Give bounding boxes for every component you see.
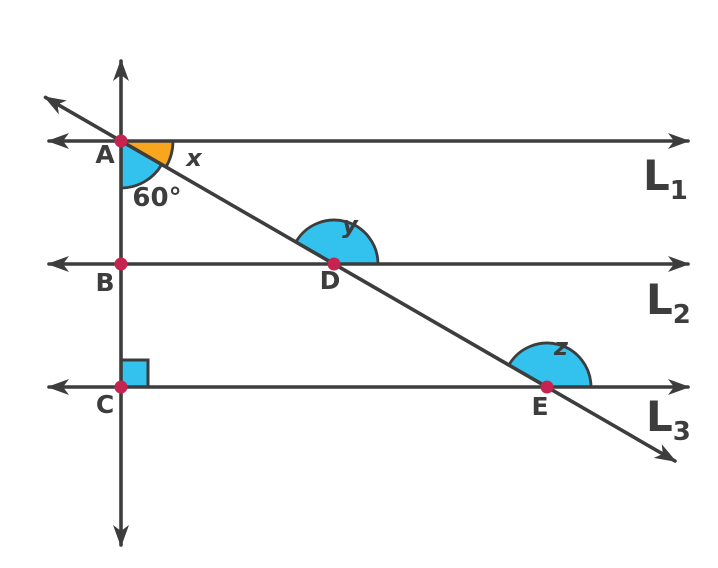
label-angle-z: z <box>553 333 569 361</box>
label-angle-y: y <box>342 211 359 239</box>
intersection-points <box>114 134 554 394</box>
angle-y-wedge <box>294 218 380 266</box>
point-d <box>327 257 341 271</box>
label-angle-x: x <box>185 144 203 172</box>
label-line-l3-sub: 3 <box>673 417 691 447</box>
label-line-l3: L3 <box>646 392 691 447</box>
label-line-l1: L1 <box>643 151 688 206</box>
labels: A B C D E x y z 60° L1 L2 L3 <box>95 140 691 447</box>
point-c <box>114 380 128 394</box>
transversal-line <box>43 95 677 463</box>
label-point-e: E <box>531 392 548 421</box>
label-line-l2-sub: 2 <box>673 300 691 330</box>
label-point-a: A <box>95 140 115 169</box>
point-e <box>540 380 554 394</box>
label-line-l2: L2 <box>646 275 691 330</box>
label-point-b: B <box>95 268 114 297</box>
label-line-l3-base: L <box>646 392 673 441</box>
label-angle-60: 60° <box>132 183 181 213</box>
point-a <box>114 134 128 148</box>
label-point-c: C <box>96 390 114 419</box>
angle-z-wedge <box>507 341 593 389</box>
label-point-d: D <box>320 266 341 295</box>
label-line-l1-sub: 1 <box>670 176 688 206</box>
point-b <box>114 257 128 271</box>
label-line-l1-base: L <box>643 151 670 200</box>
lines <box>43 59 690 547</box>
label-line-l2-base: L <box>646 275 673 324</box>
